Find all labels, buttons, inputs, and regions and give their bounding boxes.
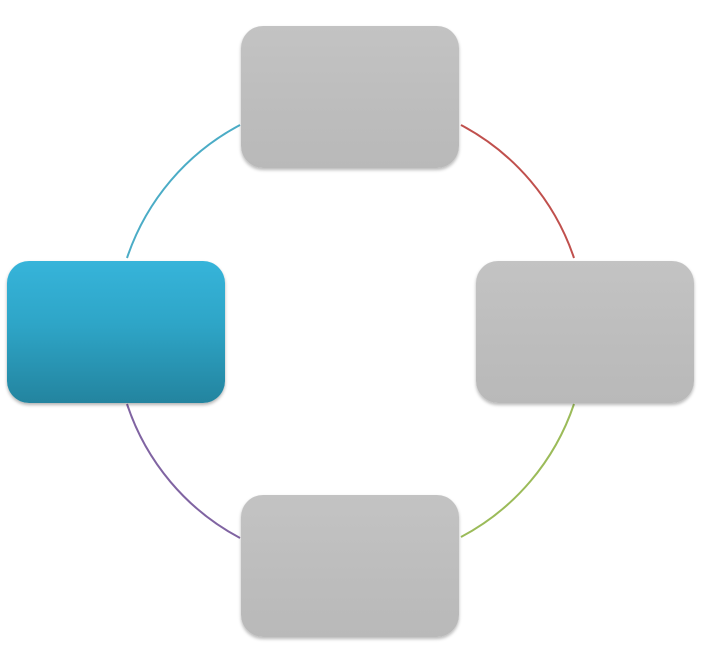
cycle-node-right[interactable]	[476, 261, 694, 403]
connector-top-right	[460, 124, 575, 259]
cycle-node-bottom[interactable]	[241, 495, 459, 637]
connector-left-top	[126, 124, 241, 259]
connector-right-bottom	[460, 403, 575, 538]
cycle-node-left-highlighted[interactable]	[7, 261, 225, 403]
connector-bottom-left	[126, 403, 241, 539]
cycle-node-top[interactable]	[241, 26, 459, 168]
